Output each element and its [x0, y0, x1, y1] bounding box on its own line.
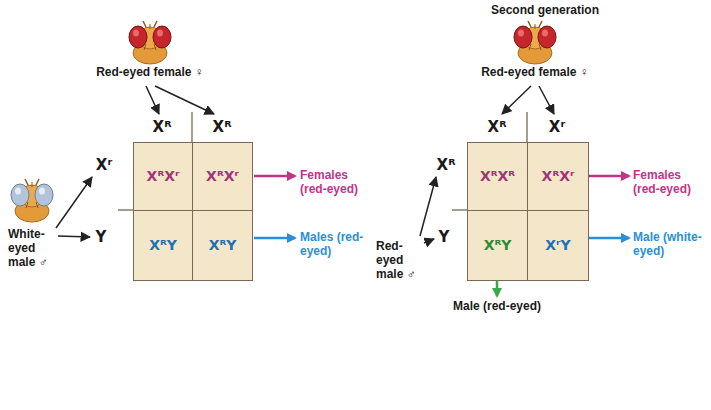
caption-label: Females (red-eyed) — [633, 169, 707, 197]
gamete-arrow — [502, 86, 531, 114]
divider-line — [118, 209, 133, 210]
genotype-text: XᴿY — [484, 238, 512, 253]
punnett-divider — [118, 112, 527, 210]
allele-label: Xʳ — [96, 157, 112, 174]
white-eyed-fly — [11, 179, 53, 222]
outcome-arrow — [496, 281, 499, 296]
gamete-arrow — [146, 86, 159, 114]
gamete-arrow — [539, 86, 554, 114]
genotype-text: XᴿY — [149, 238, 177, 253]
genotype-text: XᴿXʳ — [542, 169, 575, 184]
gamete-arrow — [424, 239, 434, 243]
divider-line — [191, 112, 192, 142]
allele-label: Xᴿ — [153, 119, 172, 136]
outcome-arrow — [589, 237, 629, 240]
gamete-arrow — [58, 236, 90, 237]
punnett-cell: XᴿY — [467, 210, 528, 281]
gamete-arrow — [155, 86, 214, 114]
caption-label: White-eyed male ♂ — [8, 228, 58, 269]
gamete-arrow — [56, 177, 92, 228]
allele-label: Y — [96, 229, 107, 246]
allele-label: Xᴿ — [213, 119, 232, 136]
caption-label: Second generation — [491, 4, 599, 18]
caption-label: Male (white-eyed) — [633, 231, 707, 259]
caption-label: Red-eyed female ♀ — [481, 66, 589, 80]
allele-label: Xᴿ — [437, 157, 456, 174]
genotype-text: XᴿXʳ — [206, 169, 239, 184]
outcome-arrow — [254, 175, 295, 178]
allele-label: Xᴿ — [488, 119, 507, 136]
outcome-arrow — [254, 237, 295, 240]
punnett-cell: XᴿY — [133, 210, 193, 281]
gamete-arrow — [420, 177, 436, 236]
caption-label: Male (red-eyed) — [453, 300, 541, 314]
genotype-text: XʳY — [545, 238, 570, 253]
divider-line — [526, 112, 527, 142]
allele-label: Xʳ — [549, 119, 565, 136]
punnett-cell: XᴿXʳ — [527, 142, 589, 211]
punnett-cell: XʳY — [527, 210, 589, 281]
punnett-cell: XᴿXʳ — [192, 142, 253, 211]
punnett-cell: XᴿXʳ — [133, 142, 193, 211]
caption-label: Red-eyed male ♂ — [376, 240, 424, 281]
punnett-cell: XᴿY — [192, 210, 253, 281]
allele-label: Y — [439, 229, 450, 246]
genotype-text: XᴿY — [209, 238, 237, 253]
genotype-text: XᴿXᴿ — [480, 169, 515, 184]
punnett-cell: XᴿXᴿ — [467, 142, 528, 211]
divider-line — [452, 209, 467, 210]
caption-label: Red-eyed female ♀ — [96, 66, 204, 80]
genotype-text: XᴿXʳ — [147, 169, 180, 184]
caption-label: Males (red-eyed) — [300, 231, 372, 259]
red-eyed-fly — [514, 21, 556, 64]
outcome-arrow — [589, 175, 629, 178]
red-eyed-fly — [129, 21, 171, 64]
caption-label: Females (red-eyed) — [300, 169, 372, 197]
